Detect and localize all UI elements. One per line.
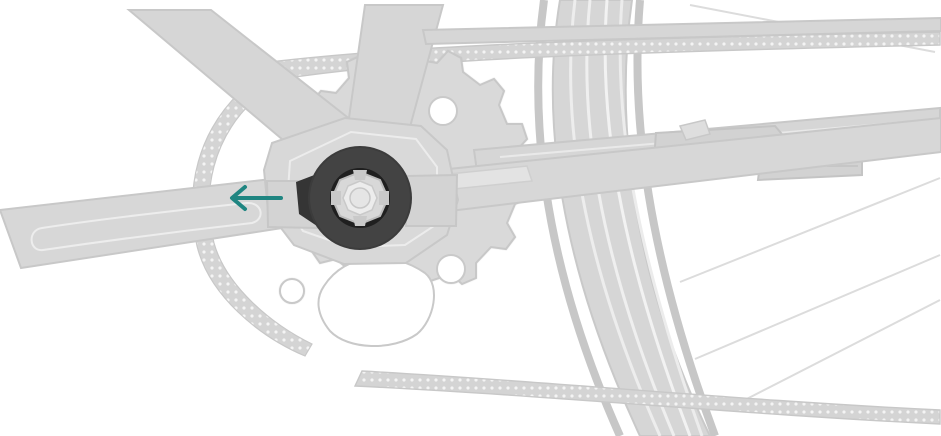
background-frame-lines — [680, 5, 940, 405]
chainring-window — [318, 258, 434, 346]
rear-wheel — [538, 0, 715, 436]
